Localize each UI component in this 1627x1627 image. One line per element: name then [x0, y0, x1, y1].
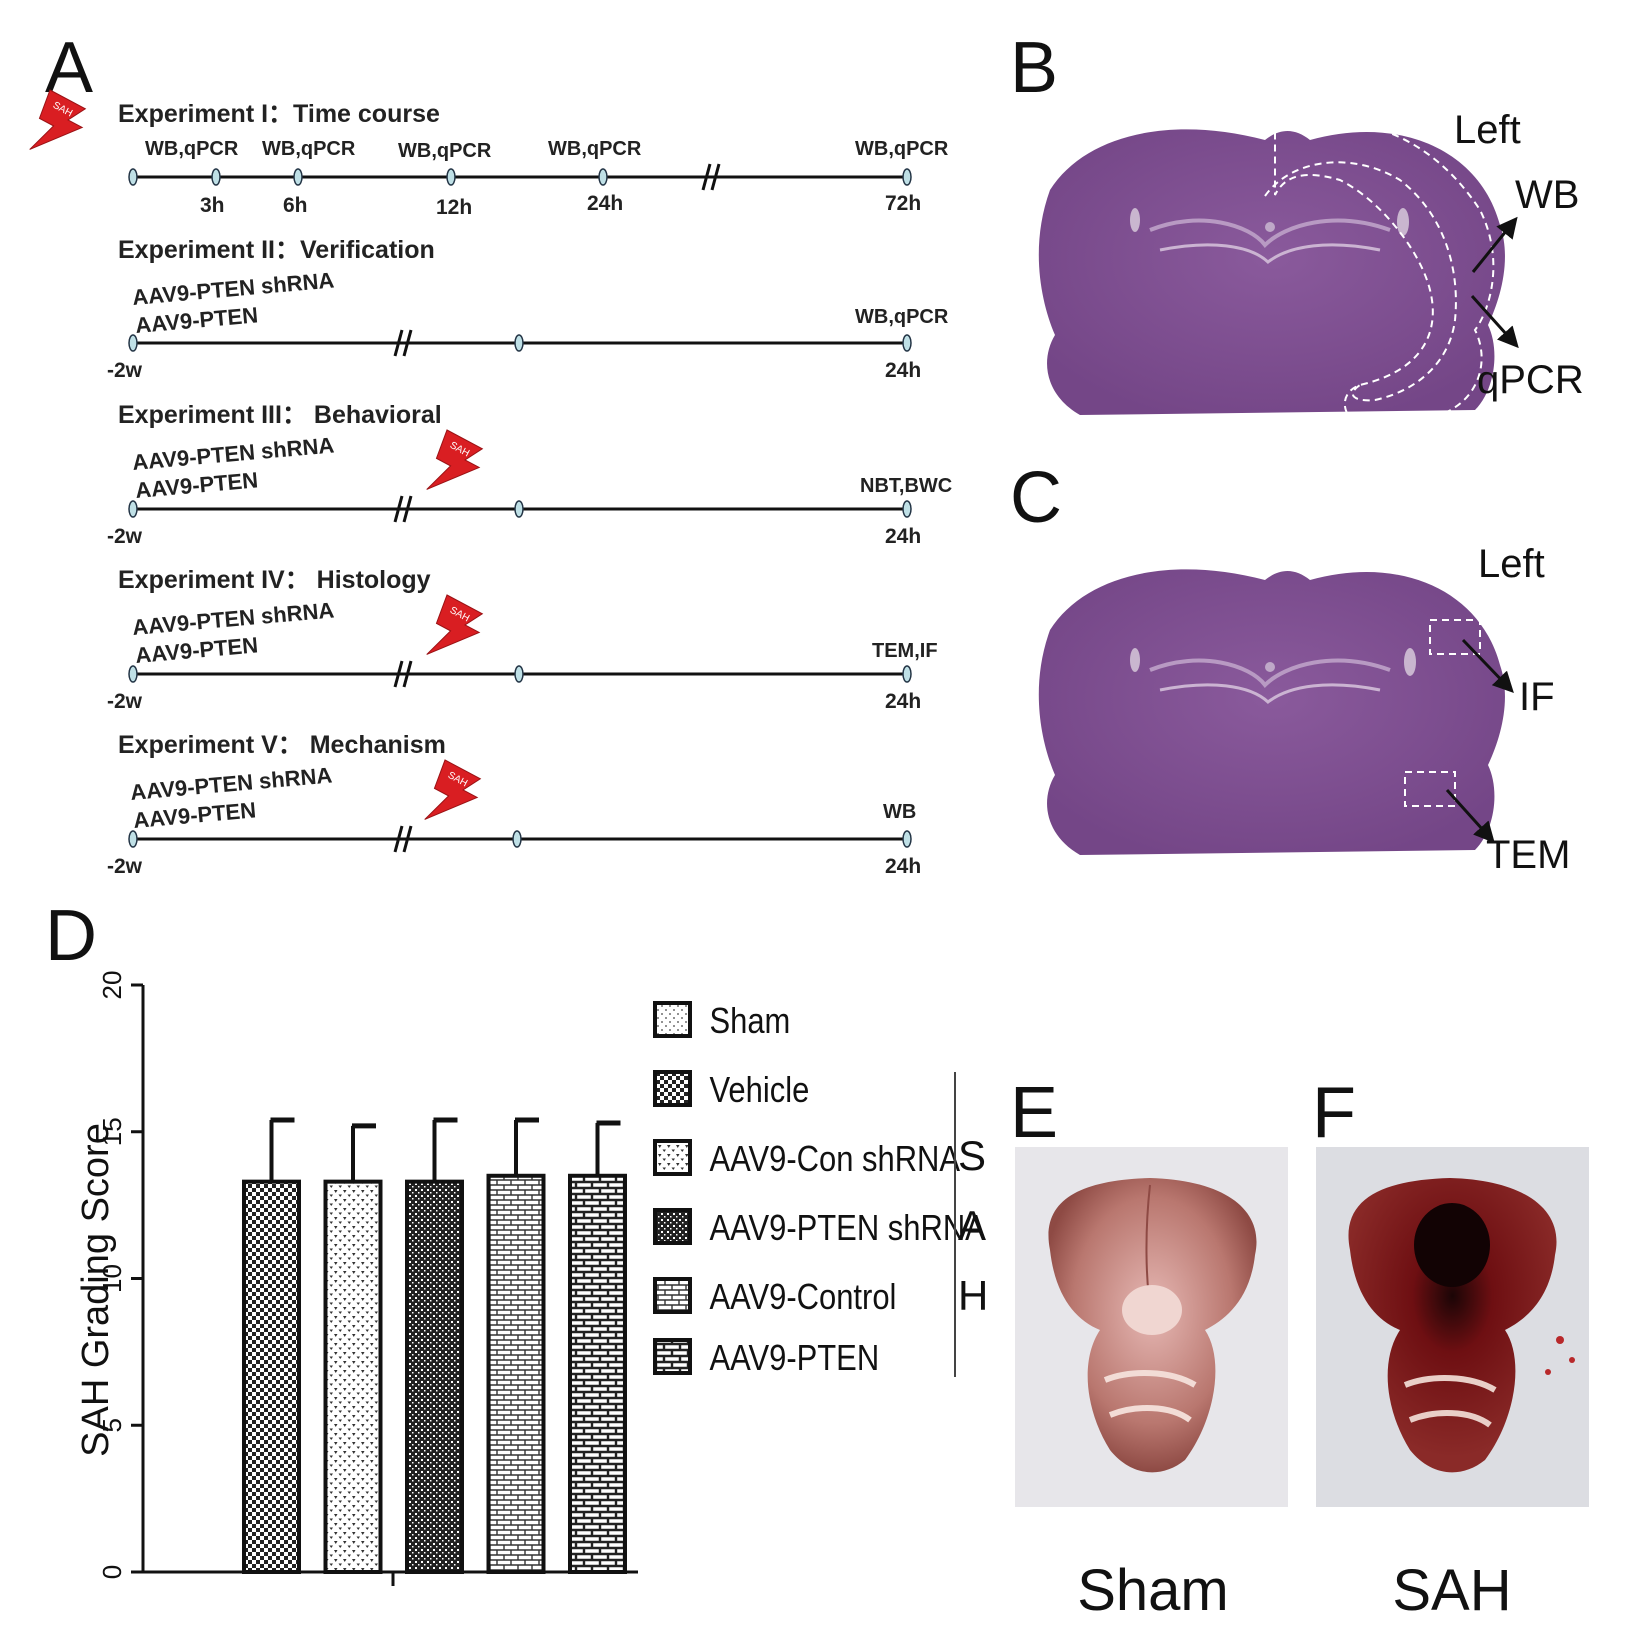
exp2-end-top: WB,qPCR: [855, 306, 949, 328]
y-tick-label: 20: [97, 971, 127, 1000]
panel-label-f: F: [1312, 1073, 1356, 1153]
bar-vehicle: [242, 1179, 301, 1575]
experiment-3-title: Experiment III： Behavioral: [118, 401, 442, 429]
exp1-tick-time: 24h: [587, 192, 623, 215]
exp4-start-label: -2w: [107, 690, 143, 713]
sah-lightning-icon: SAH: [426, 594, 484, 655]
sham-brain-photo: [1015, 1147, 1288, 1507]
exp1-tick-time: 12h: [436, 196, 472, 219]
photo-caption-sham: Sham: [1077, 1558, 1229, 1623]
brain-section-image: [1038, 120, 1505, 420]
panel-label-e: E: [1010, 1073, 1058, 1153]
experiment-2-title: Experiment II：Verification: [118, 236, 435, 264]
legend-swatch: [653, 1001, 692, 1038]
exp1-tick-top: WB,qPCR: [548, 138, 642, 160]
photo-caption-sah: SAH: [1392, 1558, 1511, 1623]
sah-brain-photo: [1316, 1147, 1589, 1507]
axis-break-icon: [393, 495, 413, 523]
arrow-icon: [1461, 638, 1514, 694]
exp1-tick-top: WB,qPCR: [398, 140, 492, 162]
sah-lightning-icon: SAH: [426, 429, 484, 490]
legend-label-vehicle: Vehicle: [709, 1071, 809, 1111]
exp1-tick-time: 3h: [200, 194, 225, 217]
legend-swatch: [653, 1338, 692, 1375]
exp5-start-label: -2w: [107, 855, 143, 878]
exp1-tick-time: 72h: [885, 192, 921, 215]
experiment-4-timeline: [128, 660, 912, 688]
axis-break-icon: [393, 825, 413, 853]
panel-c-if-label: IF: [1519, 675, 1555, 719]
legend-swatch: [653, 1139, 692, 1176]
experiment-4-title: Experiment IV： Histology: [118, 566, 431, 594]
experiment-3-timeline: [128, 495, 912, 523]
sah-grading-bar-chart: 0 5 10 15 20: [97, 971, 638, 1586]
legend-bracket-letter: H: [958, 1272, 988, 1319]
experiment-2-timeline: [128, 329, 912, 357]
y-tick-label: 15: [97, 1117, 127, 1146]
bar-aav9-pten: [568, 1173, 627, 1575]
exp4-end-time: 24h: [885, 690, 921, 713]
brain-section-image: [1038, 569, 1505, 855]
axis-break-icon: [701, 163, 721, 191]
panel-label-c: C: [1010, 458, 1062, 538]
sah-lightning-icon: SAH: [424, 759, 482, 820]
arrow-icon: [1445, 788, 1495, 844]
legend-label-pten: AAV9-PTEN: [709, 1339, 879, 1379]
legend-swatch: [653, 1070, 692, 1107]
axis-break-icon: [393, 660, 413, 688]
panel-c-tem-label: TEM: [1486, 833, 1570, 877]
chart-legend: [653, 1001, 692, 1375]
exp2-start-label: -2w: [107, 359, 143, 382]
experiment-5-title: Experiment V： Mechanism: [118, 731, 446, 759]
exp2-end-time: 24h: [885, 359, 921, 382]
experiment-1-title: Experiment I：Time course: [118, 100, 440, 128]
legend-swatch: [653, 1277, 692, 1314]
exp4-end-top: TEM,IF: [872, 640, 938, 662]
y-tick-label: 5: [97, 1418, 127, 1432]
legend-swatch: [653, 1208, 692, 1245]
legend-label-pten-shrna: AAV9-PTEN shRNA: [709, 1209, 986, 1249]
legend-label-sham: Sham: [709, 1002, 790, 1042]
panel-label-d: D: [45, 896, 97, 976]
exp1-tick-top: WB,qPCR: [145, 138, 239, 160]
y-tick-label: 10: [97, 1264, 127, 1293]
exp3-start-label: -2w: [107, 525, 143, 548]
bar-aav9-control: [486, 1173, 546, 1575]
legend-bracket-letter: S: [958, 1132, 986, 1179]
exp1-tick-time: 6h: [283, 194, 308, 217]
exp3-end-top: NBT,BWC: [860, 475, 952, 497]
bar-aav9-con-shrna: [323, 1179, 383, 1575]
panel-c-side-label: Left: [1478, 542, 1545, 586]
experiment-1-timeline: [128, 163, 912, 191]
legend-label-control: AAV9-Control: [709, 1278, 896, 1318]
y-axis-label: SAH Grading Score: [75, 1123, 117, 1457]
exp5-end-top: WB: [883, 801, 916, 823]
sah-lightning-icon: SAH: [29, 89, 87, 150]
axis-break-icon: [393, 329, 413, 357]
exp1-tick-top: WB,qPCR: [262, 138, 356, 160]
exp5-end-time: 24h: [885, 855, 921, 878]
panel-b-side-label: Left: [1454, 108, 1521, 152]
panel-b-qpcr-label: qPCR: [1477, 358, 1584, 402]
arrow-icon: [1470, 294, 1519, 349]
panel-b-wb-label: WB: [1515, 173, 1579, 217]
bar-aav9-pten-shrna: [405, 1179, 464, 1575]
exp1-tick-top: WB,qPCR: [855, 138, 949, 160]
experiment-5-timeline: [128, 825, 912, 853]
legend-bracket-letter: A: [958, 1202, 986, 1249]
legend-label-con-shrna: AAV9-Con shRNA: [709, 1140, 960, 1180]
arrow-icon: [1471, 216, 1518, 273]
exp3-end-time: 24h: [885, 525, 921, 548]
y-tick-label: 0: [97, 1565, 127, 1579]
panel-label-b: B: [1010, 28, 1058, 108]
